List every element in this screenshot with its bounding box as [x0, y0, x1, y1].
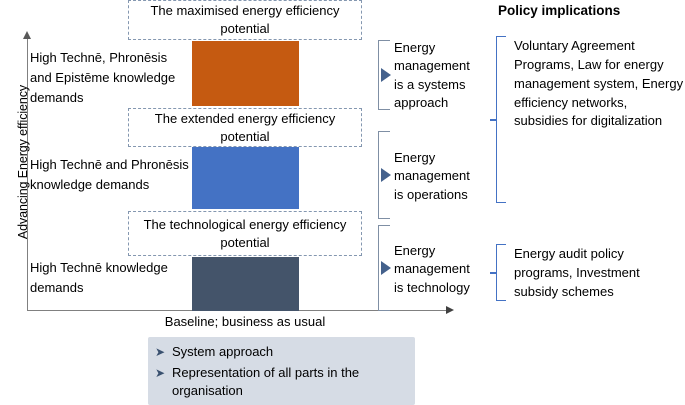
potential-box-technological: The technological energy efficiency pote… — [128, 211, 362, 256]
bracket-operations — [378, 131, 390, 219]
policy-bracket-lower — [496, 244, 506, 301]
bracket-systems-approach — [378, 40, 390, 110]
arrow-marker-operations-icon — [381, 168, 391, 182]
x-axis-arrow-icon — [446, 306, 454, 314]
y-axis-arrow-icon — [23, 31, 31, 39]
list-item: ➤ System approach — [148, 343, 415, 361]
bar-extended-potential — [192, 147, 299, 209]
system-approach-callout: ➤ System approach ➤ Representation of al… — [148, 337, 415, 405]
bar-maximised-potential — [192, 41, 299, 106]
bar-technological-potential — [192, 257, 299, 311]
policy-bracket-upper-nub-icon — [490, 119, 496, 121]
x-axis-label: Baseline; business as usual — [164, 314, 326, 329]
y-axis-line — [27, 38, 28, 310]
knowledge-demand-technology: High Technē knowledge demands — [30, 260, 168, 295]
knowledge-demand-systems: High Technē, Phronēsis and Epistēme know… — [30, 50, 176, 105]
energy-management-operations-label: Energy management is operations — [394, 150, 470, 202]
arrow-bullet-icon: ➤ — [154, 345, 166, 359]
policy-implications-title: Policy implications — [498, 3, 621, 18]
energy-management-systems-label: Energy management is a systems approach — [394, 40, 470, 111]
policy-bracket-lower-nub-icon — [490, 272, 496, 274]
policy-text-lower: Energy audit policy programs, Investment… — [514, 246, 640, 299]
list-item: ➤ Representation of all parts in the org… — [148, 364, 415, 400]
potential-box-extended: The extended energy efficiency potential — [128, 108, 362, 147]
callout-item-text: System approach — [172, 344, 274, 359]
energy-management-technology-label: Energy management is technology — [394, 243, 470, 295]
callout-item-text: Representation of all parts in the organ… — [172, 365, 360, 399]
arrow-bullet-icon: ➤ — [154, 366, 166, 381]
bracket-technology — [378, 225, 390, 311]
knowledge-demand-operations: High Technē and Phronēsis knowledge dema… — [30, 157, 189, 192]
policy-bracket-upper — [496, 36, 506, 203]
arrow-marker-systems-icon — [381, 68, 391, 82]
policy-text-upper: Voluntary Agreement Programs, Law for en… — [514, 38, 684, 129]
y-axis-label: Advancing Energy efficiency — [16, 84, 30, 240]
potential-box-maximised: The maximised energy efficiency potentia… — [128, 0, 362, 40]
arrow-marker-technology-icon — [381, 261, 391, 275]
callout-list: ➤ System approach ➤ Representation of al… — [148, 343, 415, 404]
